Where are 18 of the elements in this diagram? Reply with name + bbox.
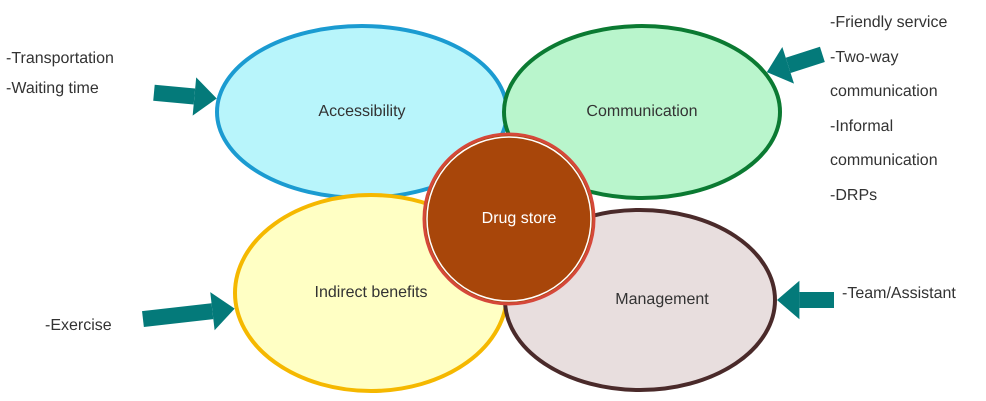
node-label: Indirect benefits [314,284,428,302]
bullet-text: -DRPs [830,186,878,206]
node-label: Management [615,291,709,309]
block-arrow [766,46,825,84]
block-arrow [142,292,235,330]
bullet-text: -Team/Assistant [842,284,956,304]
node-label: Accessibility [318,103,406,121]
node-label: Communication [586,103,698,121]
node-label: Drug store [482,210,556,228]
bullet-text: -Informal communication [830,116,939,171]
bullet-text: -Exercise [45,316,112,336]
block-arrow [153,77,217,116]
block-arrow [777,280,834,320]
bullet-text: -Transportation [6,49,114,69]
bullet-text: -Friendly service [830,13,948,33]
ellipse-node [502,24,782,200]
bullet-text: -Waiting time [6,79,99,99]
bullet-text: -Two-way communication [830,48,939,102]
